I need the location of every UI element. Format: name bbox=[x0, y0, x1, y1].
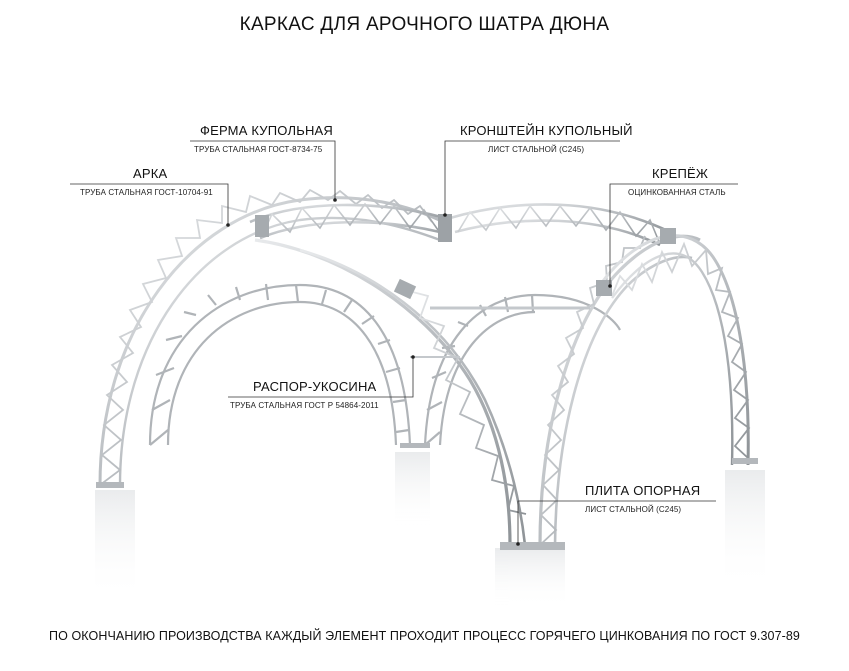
callout-ferma: ФЕРМА КУПОЛЬНАЯ bbox=[200, 123, 333, 138]
callout-krepezh-name: КРЕПЁЖ bbox=[652, 166, 709, 181]
arch-front-center bbox=[254, 238, 527, 546]
tie-bar bbox=[410, 306, 590, 358]
callout-kronshtein: КРОНШТЕЙН КУПОЛЬНЫЙ bbox=[460, 123, 633, 138]
arch-back-left bbox=[148, 283, 412, 446]
callout-kronshtein-name: КРОНШТЕЙН КУПОЛЬНЫЙ bbox=[460, 123, 633, 138]
arch-right-main bbox=[598, 234, 751, 466]
base-plates bbox=[96, 443, 758, 550]
callout-krepezh-spec: ОЦИНКОВАННАЯ СТАЛЬ bbox=[628, 188, 726, 197]
callout-kronshtein-spec: ЛИСТ СТАЛЬНОЙ (С245) bbox=[488, 145, 585, 154]
callout-kronshtein-spec-wrap: ЛИСТ СТАЛЬНОЙ (С245) bbox=[488, 145, 584, 154]
leader-dots bbox=[226, 198, 612, 546]
page-title: КАРКАС ДЛЯ АРОЧНОГО ШАТРА ДЮНА bbox=[239, 14, 610, 35]
footer-note: ПО ОКОНЧАНИЮ ПРОИЗВОДСТВА КАЖДЫЙ ЭЛЕМЕНТ… bbox=[48, 629, 800, 643]
arch-back-right bbox=[423, 293, 621, 446]
dome-truss-right bbox=[449, 203, 671, 247]
callout-krepezh-spec-wrap: ОЦИНКОВАННАЯ СТАЛЬ bbox=[628, 188, 726, 197]
callout-raspor-name: РАСПОР-УКОСИНА bbox=[253, 379, 377, 394]
arch-front-right bbox=[538, 234, 701, 546]
callout-ferma-name: ФЕРМА КУПОЛЬНАЯ bbox=[200, 123, 333, 138]
callout-plita-spec-wrap: ЛИСТ СТАЛЬНОЙ (С245) bbox=[585, 505, 681, 514]
callout-ferma-spec: ТРУБА СТАЛЬНАЯ ГОСТ-8734-75 bbox=[194, 145, 323, 154]
dome-truss-left bbox=[249, 202, 446, 240]
dome-bracket bbox=[255, 214, 676, 300]
floor-reflection bbox=[95, 452, 765, 608]
callout-plita-name: ПЛИТА ОПОРНАЯ bbox=[585, 483, 701, 498]
callout-arka-spec: ТРУБА СТАЛЬНАЯ ГОСТ-10704-91 bbox=[80, 188, 213, 197]
callout-krepezh: КРЕПЁЖ bbox=[652, 166, 708, 181]
callout-raspor-spec: ТРУБА СТАЛЬНАЯ ГОСТ Р 54864-2011 bbox=[230, 401, 379, 410]
callout-arka-name: АРКА bbox=[133, 166, 168, 181]
callout-raspor-spec-wrap: ТРУБА СТАЛЬНАЯ ГОСТ Р 54864-2011 bbox=[230, 401, 379, 410]
arch-left-main bbox=[98, 188, 451, 486]
callout-plita: ПЛИТА ОПОРНАЯ bbox=[585, 483, 700, 498]
leader-lines bbox=[70, 140, 738, 544]
callout-arka: АРКА bbox=[133, 166, 167, 181]
callout-ferma-spec-wrap: ТРУБА СТАЛЬНАЯ ГОСТ-8734-75 bbox=[194, 145, 322, 154]
callout-arka-spec-wrap: ТРУБА СТАЛЬНАЯ ГОСТ-10704-91 bbox=[80, 188, 213, 197]
callout-plita-spec: ЛИСТ СТАЛЬНОЙ (С245) bbox=[585, 505, 682, 514]
callout-raspor: РАСПОР-УКОСИНА bbox=[253, 379, 376, 394]
